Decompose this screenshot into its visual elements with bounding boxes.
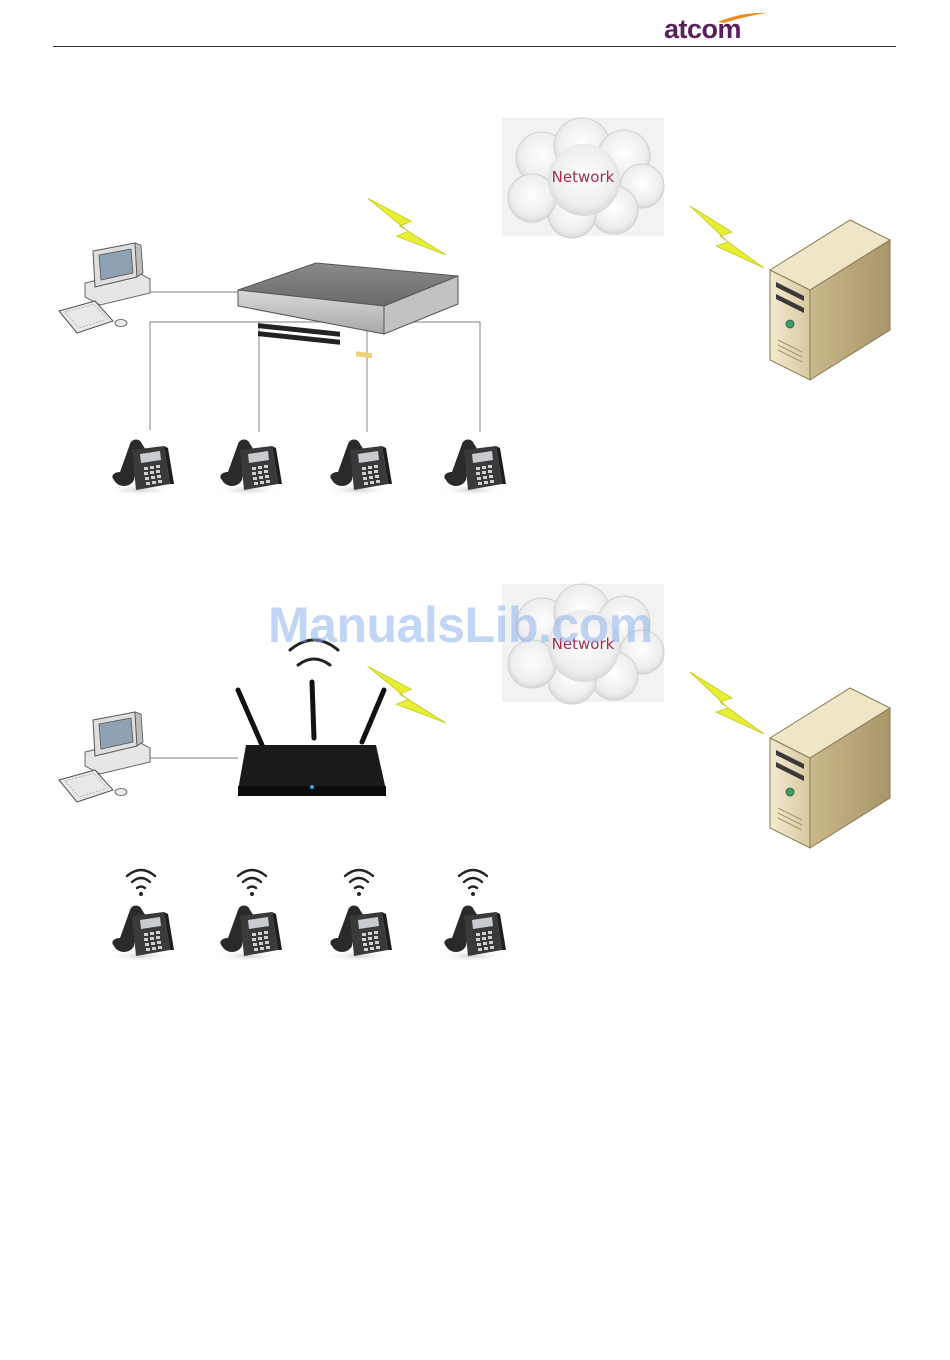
cloud-label: Network: [552, 168, 615, 186]
desk-phone-icon: [324, 440, 392, 497]
wireless-link-bolt-icon: [368, 193, 446, 260]
desk-phone-icon: [438, 440, 506, 497]
wifi-signal-icon: [127, 870, 155, 896]
wireless-link-bolt-icon: [690, 672, 764, 734]
computer-icon: [59, 712, 150, 802]
computer-icon: [59, 243, 150, 333]
desk-phone-icon: [106, 906, 174, 963]
server-icon: [770, 220, 890, 380]
wifi-signal-icon: [345, 870, 373, 896]
desk-phone-icon: [324, 906, 392, 963]
desk-phone-icon: [214, 440, 282, 497]
wireless-router-icon: [238, 682, 386, 796]
server-icon: [770, 688, 890, 848]
wifi-signal-icon: [238, 870, 266, 896]
watermark: ManualsLib.com: [268, 596, 653, 654]
desk-phone-icon: [214, 906, 282, 963]
wifi-signal-icon: [459, 870, 487, 896]
wireless-link-bolt-icon: [690, 206, 764, 268]
desk-phone-icon: [438, 906, 506, 963]
wireless-link-bolt-icon: [368, 661, 446, 728]
wired-network-diagram: Network: [59, 118, 890, 496]
desk-phone-icon: [106, 440, 174, 497]
switch-icon: [238, 263, 458, 358]
